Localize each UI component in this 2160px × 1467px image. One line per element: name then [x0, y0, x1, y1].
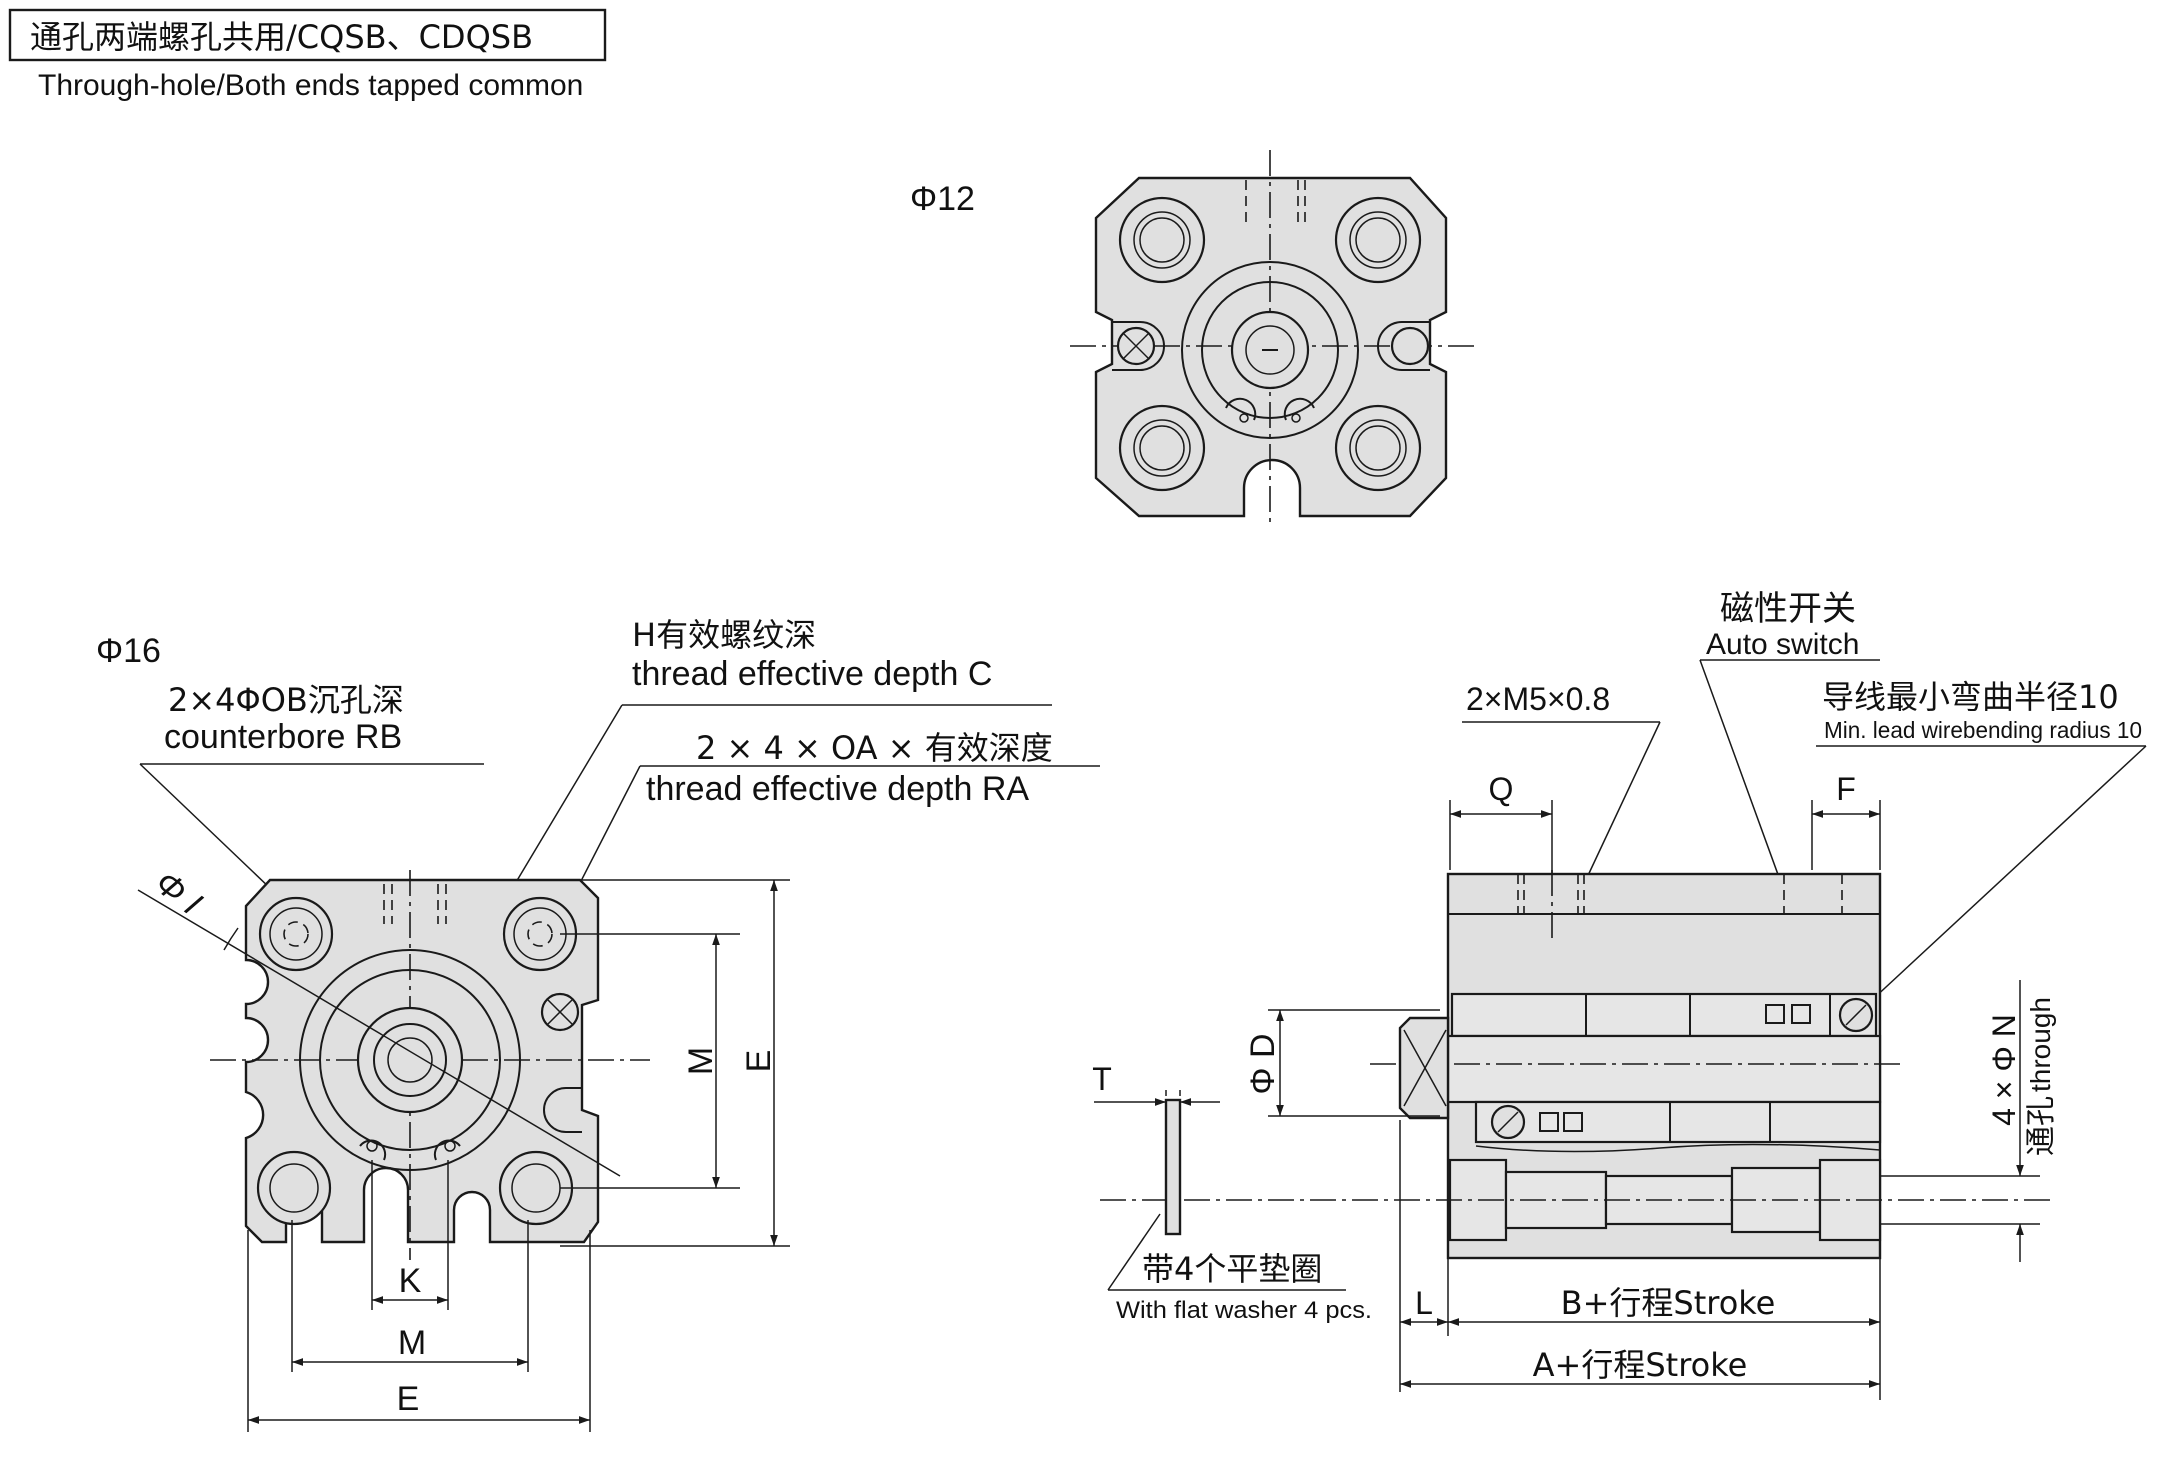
phi12-piston-rod [1181, 261, 1359, 439]
body-break-line [1475, 1143, 1881, 1153]
flat-washer [1164, 1098, 1182, 1236]
counterbore-cn: 2×4ΦOB沉孔深 [168, 681, 404, 719]
phi-i-leader [137, 889, 621, 1177]
t-label: T [1092, 1061, 1112, 1097]
counterbore-hole [258, 896, 334, 972]
switch-indicator [1563, 1112, 1583, 1132]
phi16-port-slot [543, 1087, 582, 1133]
a-stroke-label: A+行程Stroke [1533, 1346, 1748, 1384]
title-cn: 通孔两端螺孔共用/CQSB、CDQSB [30, 18, 533, 56]
switch-bar-lower [1474, 1100, 1882, 1144]
through-cn: 通孔 [2024, 1096, 2059, 1156]
thread-c-en: thread effective depth C [632, 655, 992, 693]
m-right-label: M [682, 1047, 720, 1075]
subtitle-en: Through-hole/Both ends tapped common [38, 69, 583, 102]
q-label: Q [1489, 771, 1514, 807]
counterbore-hole [256, 1150, 332, 1226]
port-thread-label: 2×M5×0.8 [1466, 681, 1610, 717]
washer-en: With flat washer 4 pcs. [1116, 1297, 1372, 1324]
header: 通孔两端螺孔共用/CQSB、CDQSB Through-hole/Both en… [8, 8, 607, 102]
rod-end-nut [1398, 1016, 1450, 1120]
four-phi-n-label: 4 × Φ N [1986, 1014, 2022, 1126]
phi16-groove [433, 1139, 461, 1161]
phi12-corner-hole [1334, 404, 1422, 492]
counterbore-leader [139, 763, 273, 891]
washer-leader [1107, 1213, 1161, 1291]
phi16-label: Φ16 [96, 632, 161, 670]
auto-switch-en: Auto switch [1706, 628, 1859, 661]
k-label: K [399, 1262, 422, 1300]
counterbore-en: counterbore RB [164, 718, 402, 756]
phi16-front-view: Φ16 2×4ΦOB沉孔深 counterbore RB H有效螺纹深 thre… [96, 616, 1100, 1432]
f-label: F [1836, 771, 1856, 807]
switch-indicator [1791, 1004, 1811, 1024]
lead-radius-leader [1871, 745, 2147, 1001]
washer-cn: 带4个平垫圈 [1142, 1250, 1322, 1288]
auto-switch-cn: 磁性开关 [1720, 589, 1856, 629]
thread-ra-cn: 2 × 4 × OA × 有效深度 [696, 729, 1053, 767]
thread-ra-en: thread effective depth RA [646, 770, 1029, 808]
through-en: through [2025, 997, 2056, 1092]
auto-switch-leader [1699, 659, 1781, 881]
phi12-groove [1225, 397, 1257, 421]
rod-region [1446, 1034, 1882, 1104]
switch-indicator [1765, 1004, 1785, 1024]
switch-indicator [1539, 1112, 1559, 1132]
switch-bar-upper [1450, 992, 1878, 1038]
phi12-corner-hole [1118, 404, 1206, 492]
lead-radius-en: Min. lead wirebending radius 10 [1824, 717, 2142, 743]
phi12-screw-port-right [1377, 321, 1430, 371]
e-right-label: E [740, 1050, 778, 1073]
phi-d-label: Φ D [1244, 1033, 1282, 1094]
e-bottom-label: E [397, 1380, 420, 1418]
thread-c-cn: H有效螺纹深 [632, 616, 816, 654]
phi-i-arc [223, 927, 239, 951]
phi16-groove [359, 1139, 387, 1161]
phi16-screw-port [540, 992, 580, 1032]
phi16-piston-rod [299, 949, 521, 1171]
lead-radius-cn: 导线最小弯曲半径10 [1822, 678, 2119, 716]
phi12-view: Φ12 [910, 150, 1475, 525]
phi12-label: Φ12 [910, 180, 975, 218]
b-stroke-label: B+行程Stroke [1561, 1284, 1776, 1322]
title-box [8, 8, 607, 62]
counterbore-hole [498, 1150, 574, 1226]
side-view: 磁性开关 Auto switch 2×M5×0.8 导线最小弯曲半径10 Min… [1092, 589, 2147, 1400]
phi12-groove [1283, 397, 1315, 421]
port-thread-leader [1583, 721, 1661, 885]
phi12-screw-port-left [1112, 321, 1165, 371]
phi12-corner-hole [1334, 196, 1422, 284]
m-bottom-label: M [398, 1324, 426, 1362]
l-label: L [1415, 1285, 1433, 1321]
phi12-corner-hole [1118, 196, 1206, 284]
